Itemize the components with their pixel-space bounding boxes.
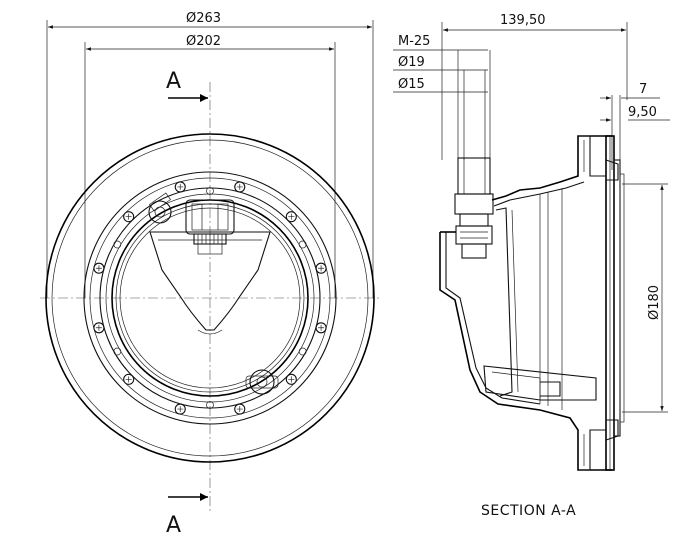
lens-ring-outer xyxy=(105,193,315,403)
dim-lens-180-label: Ø180 xyxy=(647,285,662,320)
screw-icon xyxy=(298,347,307,356)
section-marker-top: A xyxy=(166,69,208,102)
bolt-cross-icon xyxy=(125,376,132,383)
bolt-cross-icon xyxy=(318,324,325,331)
bolt-icon xyxy=(123,211,135,223)
section-caption: SECTION A-A xyxy=(481,503,576,519)
section-marker-bottom: A xyxy=(166,493,208,538)
section-marker-bottom-label: A xyxy=(166,513,181,538)
bolt-cross-icon xyxy=(318,265,325,272)
bolt-cross-icon xyxy=(236,183,243,190)
lens-clip-top xyxy=(148,192,172,224)
bolt-cross-icon xyxy=(177,183,184,190)
dim-pipe15-label: Ø15 xyxy=(398,77,425,92)
dim-thread-label: M-25 xyxy=(398,34,430,49)
bolt-icon xyxy=(234,181,246,193)
dim-flange-7-label: 7 xyxy=(639,82,647,97)
bolt-icon xyxy=(123,373,135,385)
dim-overall-depth-label: 139,50 xyxy=(500,13,546,28)
bolt-icon xyxy=(234,403,246,415)
bolt-icon xyxy=(93,262,105,274)
bolt-icon xyxy=(174,403,186,415)
bolt-icon xyxy=(93,322,105,334)
bolt-group xyxy=(93,181,327,415)
lens-glass xyxy=(119,207,301,389)
screw-icon xyxy=(298,240,307,249)
niche-housing xyxy=(439,135,625,471)
screw-icon xyxy=(113,240,122,249)
bolt-icon xyxy=(315,322,327,334)
bolt-cross-icon xyxy=(125,213,132,220)
bolt-icon xyxy=(174,181,186,193)
dim-outer-diameter-label: Ø263 xyxy=(186,11,221,26)
lens-clip-bottom xyxy=(245,369,279,395)
bolt-icon xyxy=(285,211,297,223)
bolt-cross-icon xyxy=(288,376,295,383)
screw-icon xyxy=(206,187,214,195)
lamp-holder xyxy=(149,199,271,335)
bolt-cross-icon xyxy=(177,406,184,413)
flange-step-circle xyxy=(83,171,337,425)
bolt-ring-inner xyxy=(99,187,321,409)
bolt-cross-icon xyxy=(95,265,102,272)
dim-flange-950-label: 9,50 xyxy=(628,105,657,120)
outer-flange-inner-edge xyxy=(51,139,369,457)
conduit-pipe xyxy=(454,157,494,259)
bolt-cross-icon xyxy=(236,406,243,413)
bolt-icon xyxy=(315,262,327,274)
bolt-icon xyxy=(285,373,297,385)
section-view: 139,50 M-25 Ø19 Ø15 7 9,50 Ø180 xyxy=(393,13,670,519)
bolt-ring-outer xyxy=(89,177,331,419)
dim-pipe19-label: Ø19 xyxy=(398,55,425,70)
dim-inner-diameter-label: Ø202 xyxy=(186,34,221,49)
front-view: Ø263 Ø202 xyxy=(40,11,380,538)
section-marker-top-label: A xyxy=(166,69,181,94)
screw-icon xyxy=(206,401,214,409)
bolt-cross-icon xyxy=(95,324,102,331)
screw-icon xyxy=(113,347,122,356)
outer-flange-circle xyxy=(45,133,375,463)
bolt-cross-icon xyxy=(288,213,295,220)
